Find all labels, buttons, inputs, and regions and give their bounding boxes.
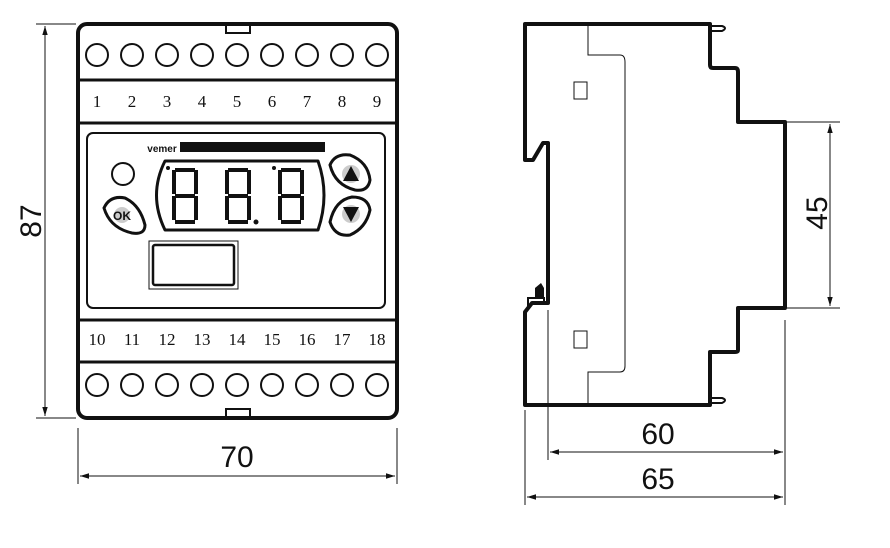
terminal-screw — [85, 43, 109, 67]
terminal-number: 10 — [89, 330, 106, 349]
ok-label: OK — [113, 209, 131, 223]
indicator-dot — [272, 166, 276, 170]
terminal-screw — [365, 373, 389, 397]
height-value: 87 — [15, 204, 48, 237]
ok-button[interactable]: OK — [102, 196, 147, 235]
side-outline — [523, 22, 787, 407]
segment — [300, 170, 304, 194]
terminal-number: 18 — [369, 330, 386, 349]
decimal-point — [253, 219, 259, 225]
terminal-screw — [225, 43, 249, 67]
segment — [225, 196, 229, 220]
segment — [247, 170, 251, 194]
terminal-number: 6 — [268, 92, 277, 111]
brand-logo: vemer — [147, 144, 177, 155]
dimension-depth-total: 65 — [524, 410, 783, 505]
label-window — [151, 243, 236, 287]
terminal-number: 1 — [93, 92, 102, 111]
width-value: 70 — [220, 441, 253, 474]
depth-total-value: 65 — [641, 463, 674, 496]
terminal-number: 17 — [334, 330, 352, 349]
segment — [175, 168, 195, 172]
segment — [194, 170, 198, 194]
terminal-screw — [260, 373, 284, 397]
top-clip — [711, 25, 726, 32]
bottom-tab — [225, 408, 251, 419]
dimension-height: 87 — [15, 23, 76, 419]
terminal-screw — [225, 373, 249, 397]
terminal-screw — [295, 43, 319, 67]
terminal-number: 8 — [338, 92, 347, 111]
side-view — [523, 22, 787, 407]
seven-segment-display — [166, 166, 304, 225]
dimension-din-width: 45 — [787, 121, 840, 309]
segment — [172, 196, 176, 220]
segment — [175, 194, 195, 198]
terminal-screw — [190, 43, 214, 67]
segment — [175, 220, 195, 224]
terminal-number: 5 — [233, 92, 242, 111]
segment — [228, 220, 248, 224]
terminal-number: 12 — [159, 330, 176, 349]
terminal-screw — [295, 373, 319, 397]
terminal-screw — [330, 373, 354, 397]
terminal-number: 14 — [229, 330, 247, 349]
triangle-up-icon — [343, 166, 359, 181]
bottom-clip — [711, 397, 726, 404]
down-button[interactable] — [328, 195, 372, 237]
terminal-screw — [330, 43, 354, 67]
segment — [278, 170, 282, 194]
label-bar — [180, 142, 325, 152]
terminal-screw — [155, 373, 179, 397]
terminal-number: 13 — [194, 330, 211, 349]
terminal-number: 9 — [373, 92, 382, 111]
segment — [247, 196, 251, 220]
terminal-number: 3 — [163, 92, 172, 111]
terminal-screw — [260, 43, 284, 67]
digit — [166, 166, 198, 224]
label-window-outer — [148, 240, 239, 290]
segment — [228, 194, 248, 198]
display-window — [155, 159, 326, 232]
window-bottom — [573, 330, 588, 349]
segment — [172, 170, 176, 194]
digit — [272, 166, 304, 224]
top-tab — [225, 23, 251, 34]
segment — [281, 220, 301, 224]
digit — [225, 168, 259, 225]
terminal-number: 15 — [264, 330, 281, 349]
dimension-width: 70 — [77, 428, 398, 484]
terminal-number: 11 — [124, 330, 140, 349]
window-top — [573, 81, 588, 100]
segment — [278, 196, 282, 220]
terminal-screw — [120, 43, 144, 67]
indicator-dot — [166, 166, 170, 170]
terminal-number: 7 — [303, 92, 312, 111]
front-panel — [86, 132, 386, 309]
din-width-value: 45 — [801, 196, 834, 229]
segment — [281, 168, 301, 172]
terminal-number: 2 — [128, 92, 137, 111]
segment — [300, 196, 304, 220]
segment — [225, 170, 229, 194]
din-latch — [535, 283, 544, 298]
dimension-depth-inner: 60 — [547, 310, 786, 505]
terminal-screw — [155, 43, 179, 67]
depth-inner-value: 60 — [641, 418, 674, 451]
triangle-down-icon — [343, 207, 359, 222]
segment — [194, 196, 198, 220]
terminal-number: 4 — [198, 92, 207, 111]
segment — [228, 168, 248, 172]
terminal-screw — [85, 373, 109, 397]
terminal-screw — [365, 43, 389, 67]
segment — [281, 194, 301, 198]
up-button[interactable] — [328, 153, 372, 192]
terminal-screw — [190, 373, 214, 397]
status-led — [111, 162, 135, 186]
terminal-screw — [120, 373, 144, 397]
inner-contour — [587, 24, 626, 405]
terminal-number: 16 — [299, 330, 316, 349]
